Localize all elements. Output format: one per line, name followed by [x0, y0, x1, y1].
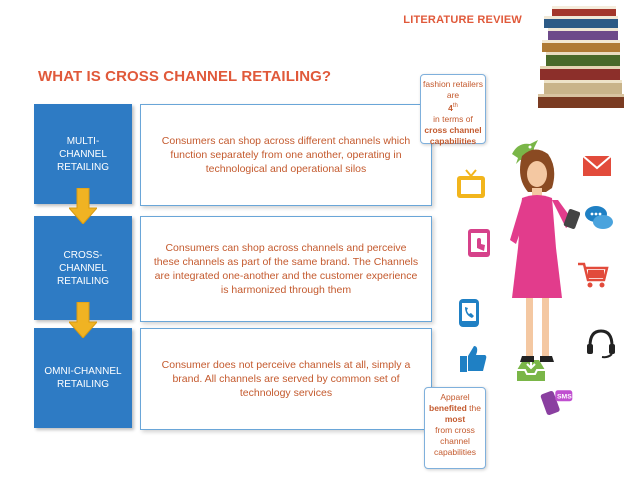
callout-apparel-benefit: Apparel benefited the most from cross ch…	[424, 387, 486, 469]
shopping-cart-icon	[578, 262, 609, 288]
down-arrow-icon	[69, 188, 97, 224]
tv-icon	[457, 169, 485, 198]
thumbs-up-icon	[460, 346, 487, 372]
headset-icon	[587, 329, 615, 359]
sms-phone-icon: SMS	[540, 390, 573, 415]
stage-label: CROSS-CHANNEL RETAILING	[56, 249, 110, 287]
down-arrow-icon	[69, 302, 97, 338]
stage-label: MULTI-CHANNEL RETAILING	[56, 135, 110, 173]
page-title: WHAT IS CROSS CHANNEL RETAILING?	[38, 68, 332, 85]
phone-icon	[459, 299, 479, 327]
book-stack-icon	[538, 6, 624, 108]
stage-description: Consumers can shop across channels and p…	[140, 216, 432, 322]
chat-bubbles-icon	[585, 206, 613, 229]
woman-with-tablet-illustration	[510, 149, 580, 362]
email-icon	[582, 155, 612, 176]
touch-tablet-icon	[468, 229, 490, 257]
inbox-icon	[517, 360, 545, 381]
stage-description: Consumers can shop across different chan…	[140, 104, 432, 206]
stage-multi-channel: MULTI-CHANNEL RETAILING	[34, 104, 132, 204]
stage-omni-channel: OMNI-CHANNEL RETAILING	[34, 328, 132, 428]
callout-fashion-rank: fashion retailers are 4th in terms of cr…	[420, 74, 486, 146]
stage-label: OMNI-CHANNEL RETAILING	[44, 366, 122, 390]
sms-label: SMS	[557, 394, 572, 401]
section-label: LITERATURE REVIEW	[403, 14, 522, 26]
bird-icon	[512, 140, 538, 164]
stage-description: Consumer does not perceive channels at a…	[140, 328, 432, 430]
